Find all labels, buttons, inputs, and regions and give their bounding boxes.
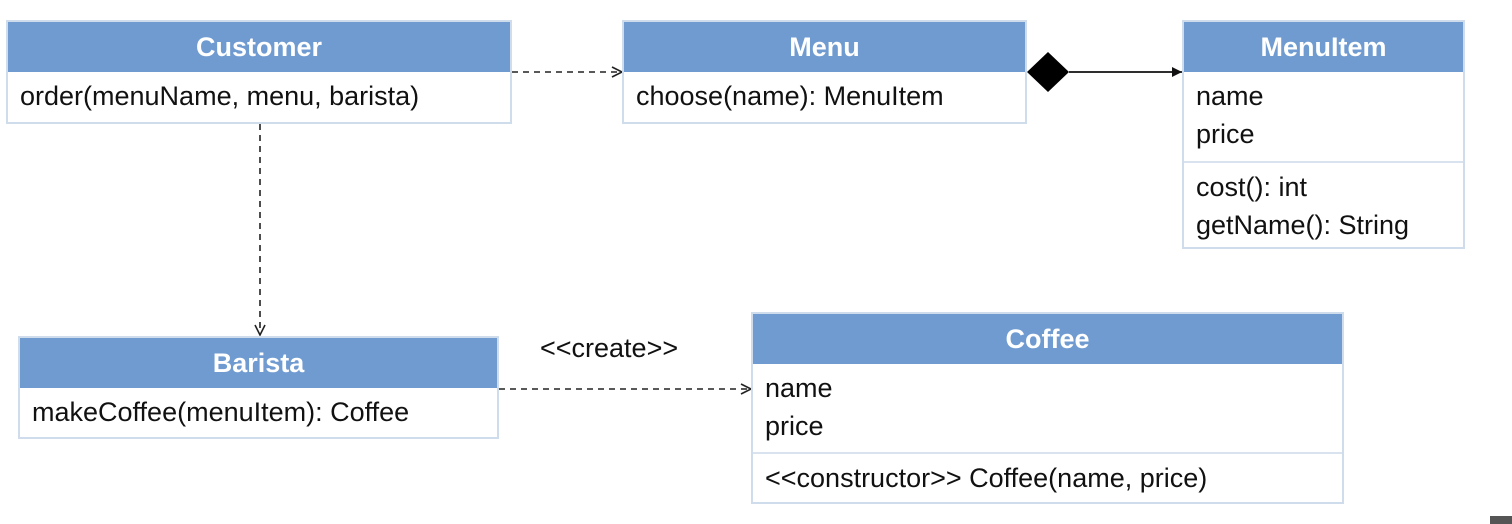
- coffee-class-name: Coffee: [753, 314, 1342, 364]
- customer-operations: order(menuName, menu, barista): [8, 72, 510, 120]
- customer-operation: order(menuName, menu, barista): [20, 81, 420, 111]
- barista-class-name: Barista: [20, 338, 497, 388]
- menuitem-attribute: price: [1196, 119, 1255, 149]
- menuitem-operation: cost(): int: [1196, 172, 1308, 202]
- menuitem-class: MenuItem name price cost(): int getName(…: [1182, 20, 1465, 249]
- menu-class-name: Menu: [624, 22, 1025, 72]
- menuitem-operations: cost(): int getName(): String: [1184, 161, 1463, 249]
- coffee-attribute: name: [765, 373, 833, 403]
- menu-operation: choose(name): MenuItem: [636, 81, 944, 111]
- menu-operations: choose(name): MenuItem: [624, 72, 1025, 120]
- composition-diamond: [1027, 52, 1069, 92]
- barista-operation: makeCoffee(menuItem): Coffee: [32, 397, 410, 427]
- barista-class: Barista makeCoffee(menuItem): Coffee: [18, 336, 499, 439]
- coffee-attribute: price: [765, 411, 824, 441]
- customer-class-name: Customer: [8, 22, 510, 72]
- corner-fragment: [1490, 516, 1512, 524]
- menu-class: Menu choose(name): MenuItem: [622, 20, 1027, 124]
- menuitem-class-name: MenuItem: [1184, 22, 1463, 72]
- menuitem-operation: getName(): String: [1196, 210, 1410, 240]
- coffee-operation: <<constructor>> Coffee(name, price): [765, 463, 1208, 493]
- coffee-class: Coffee name price <<constructor>> Coffee…: [751, 312, 1344, 504]
- menuitem-attribute: name: [1196, 81, 1264, 111]
- customer-class: Customer order(menuName, menu, barista): [6, 20, 512, 124]
- coffee-attributes: name price: [753, 364, 1342, 452]
- coffee-operations: <<constructor>> Coffee(name, price): [753, 452, 1342, 502]
- create-stereotype-label: <<create>>: [540, 333, 679, 363]
- barista-operations: makeCoffee(menuItem): Coffee: [20, 388, 497, 436]
- menuitem-attributes: name price: [1184, 72, 1463, 161]
